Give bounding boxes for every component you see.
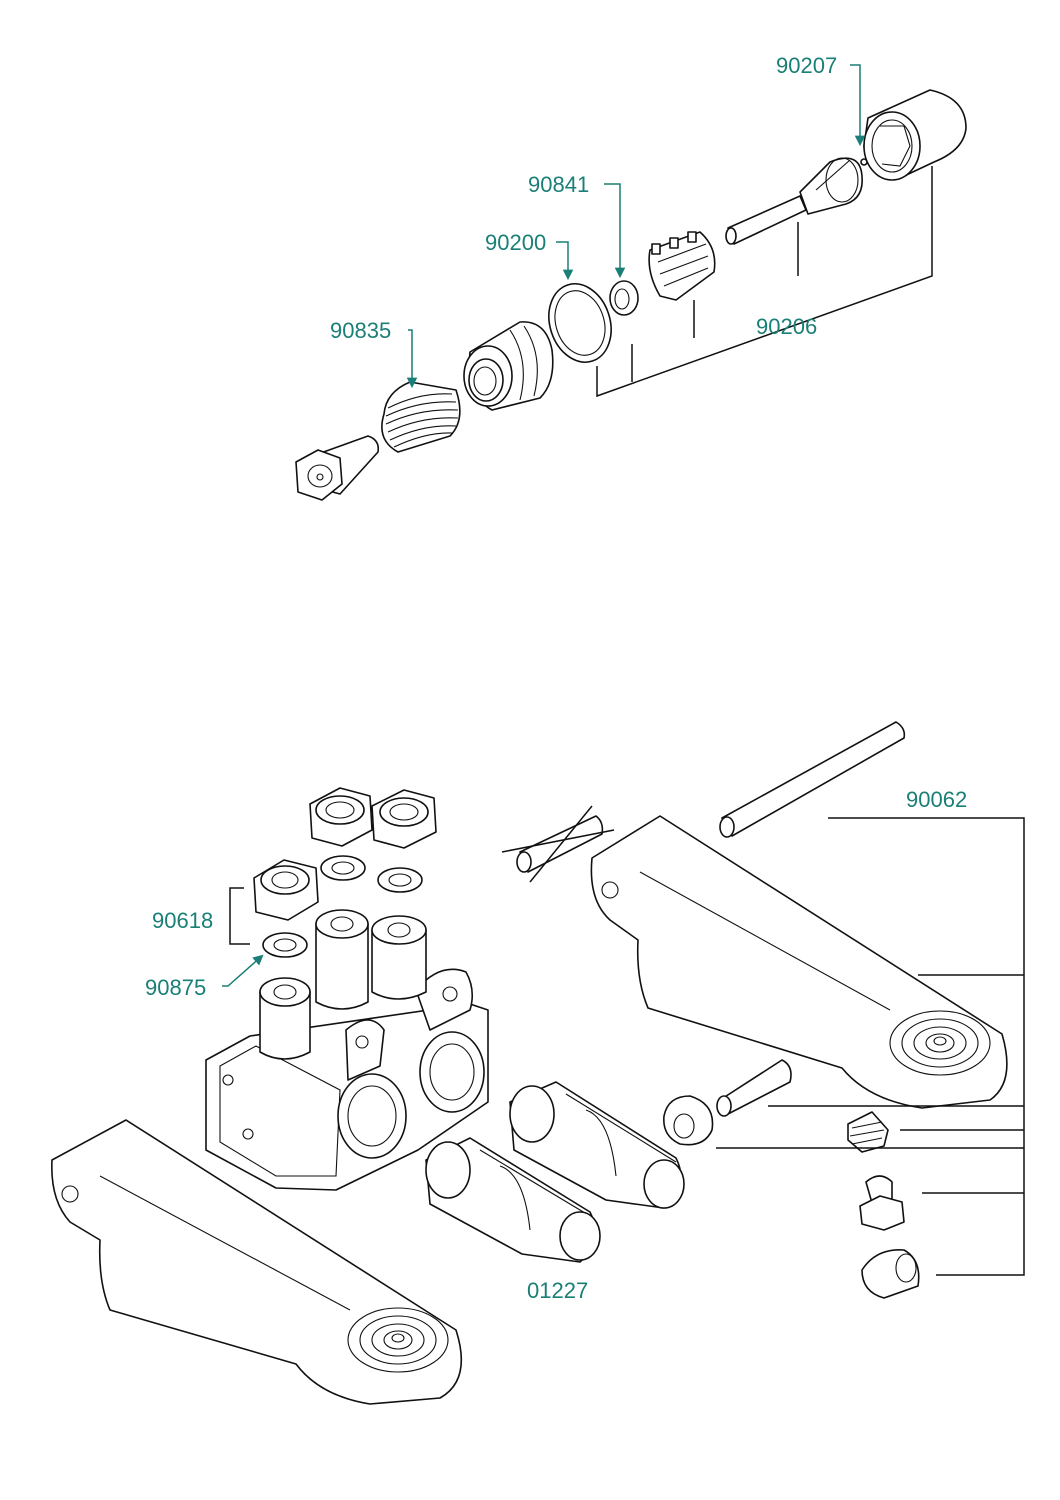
cartridge-body-part: [463, 321, 554, 411]
leader-90841: [604, 183, 626, 279]
bottom-assembly: 90062 90618 90875 01227: [51, 721, 1025, 1405]
label-90062: 90062: [906, 787, 967, 812]
seal-ring-part: [609, 280, 639, 316]
label-90841: 90841: [528, 172, 589, 197]
leader-90207: [850, 64, 866, 147]
o-ring-part: [548, 283, 612, 363]
pedal-lever-right-part: [590, 815, 1008, 1109]
hex-bolt-part: [295, 435, 380, 501]
rod-part: [719, 721, 906, 838]
leader-90835: [406, 329, 418, 389]
bracket-90618: [229, 887, 250, 945]
small-parts-90062: [663, 1059, 920, 1299]
spindle-part: [725, 157, 868, 245]
label-90207: 90207: [776, 53, 837, 78]
label-90835: 90835: [330, 318, 391, 343]
label-90875: 90875: [145, 975, 206, 1000]
cap-part: [863, 89, 967, 181]
leader-90200: [556, 241, 574, 281]
spring-part: [381, 381, 461, 453]
label-01227: 01227: [527, 1278, 588, 1303]
label-90206: 90206: [756, 314, 817, 339]
spline-adapter-part: [648, 231, 716, 301]
fittings-part: [259, 909, 427, 1060]
label-90618: 90618: [152, 908, 213, 933]
obsolete-rod-part: [501, 805, 615, 883]
label-90200: 90200: [485, 230, 546, 255]
nuts-and-washers-part: [253, 787, 437, 958]
bracket-90062: [716, 817, 1025, 1276]
top-assembly: 90207 90841 90200 90835 90206: [295, 53, 967, 501]
valve-cartridges-part: [425, 1081, 685, 1263]
leader-90875: [222, 954, 264, 987]
pedal-lever-left-part: [51, 1119, 463, 1405]
bracket-90206: [596, 166, 933, 398]
